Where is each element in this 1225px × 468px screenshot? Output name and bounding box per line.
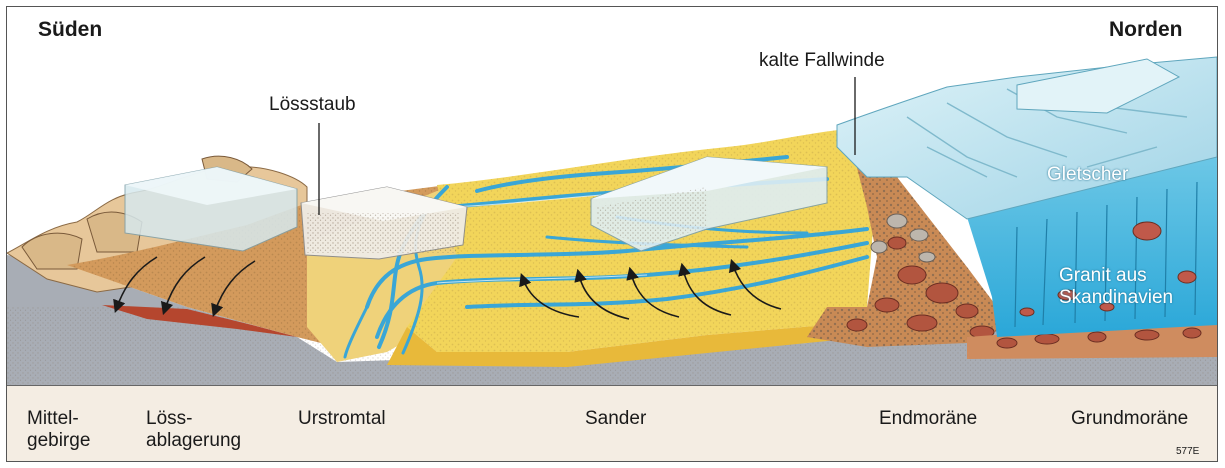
zone-label-loess-deposit: Löss- ablagerung xyxy=(146,408,241,452)
callout-glacier: Gletscher xyxy=(1047,164,1128,186)
diagram-frame: Süden Norden Lössstaub kalte Fallwinde G… xyxy=(6,6,1218,462)
direction-south: Süden xyxy=(38,19,102,41)
callout-loess-dust: Lössstaub xyxy=(269,94,356,116)
zone-label-sander: Sander xyxy=(585,408,646,430)
zone-label-endmoraene: Endmoräne xyxy=(879,408,977,430)
zone-label-grundmoraene: Grundmoräne xyxy=(1071,408,1188,430)
zone-label-urstromtal: Urstromtal xyxy=(298,408,386,430)
glacial-landscape-illustration xyxy=(7,7,1217,385)
callout-katabatic-winds: kalte Fallwinde xyxy=(759,50,885,72)
direction-north: Norden xyxy=(1109,19,1183,41)
callout-granite: Granit aus Skandinavien xyxy=(1059,265,1173,309)
figure-code: 577E xyxy=(1176,441,1199,462)
zone-label-mittelgebirge: Mittel- gebirge xyxy=(27,408,90,452)
